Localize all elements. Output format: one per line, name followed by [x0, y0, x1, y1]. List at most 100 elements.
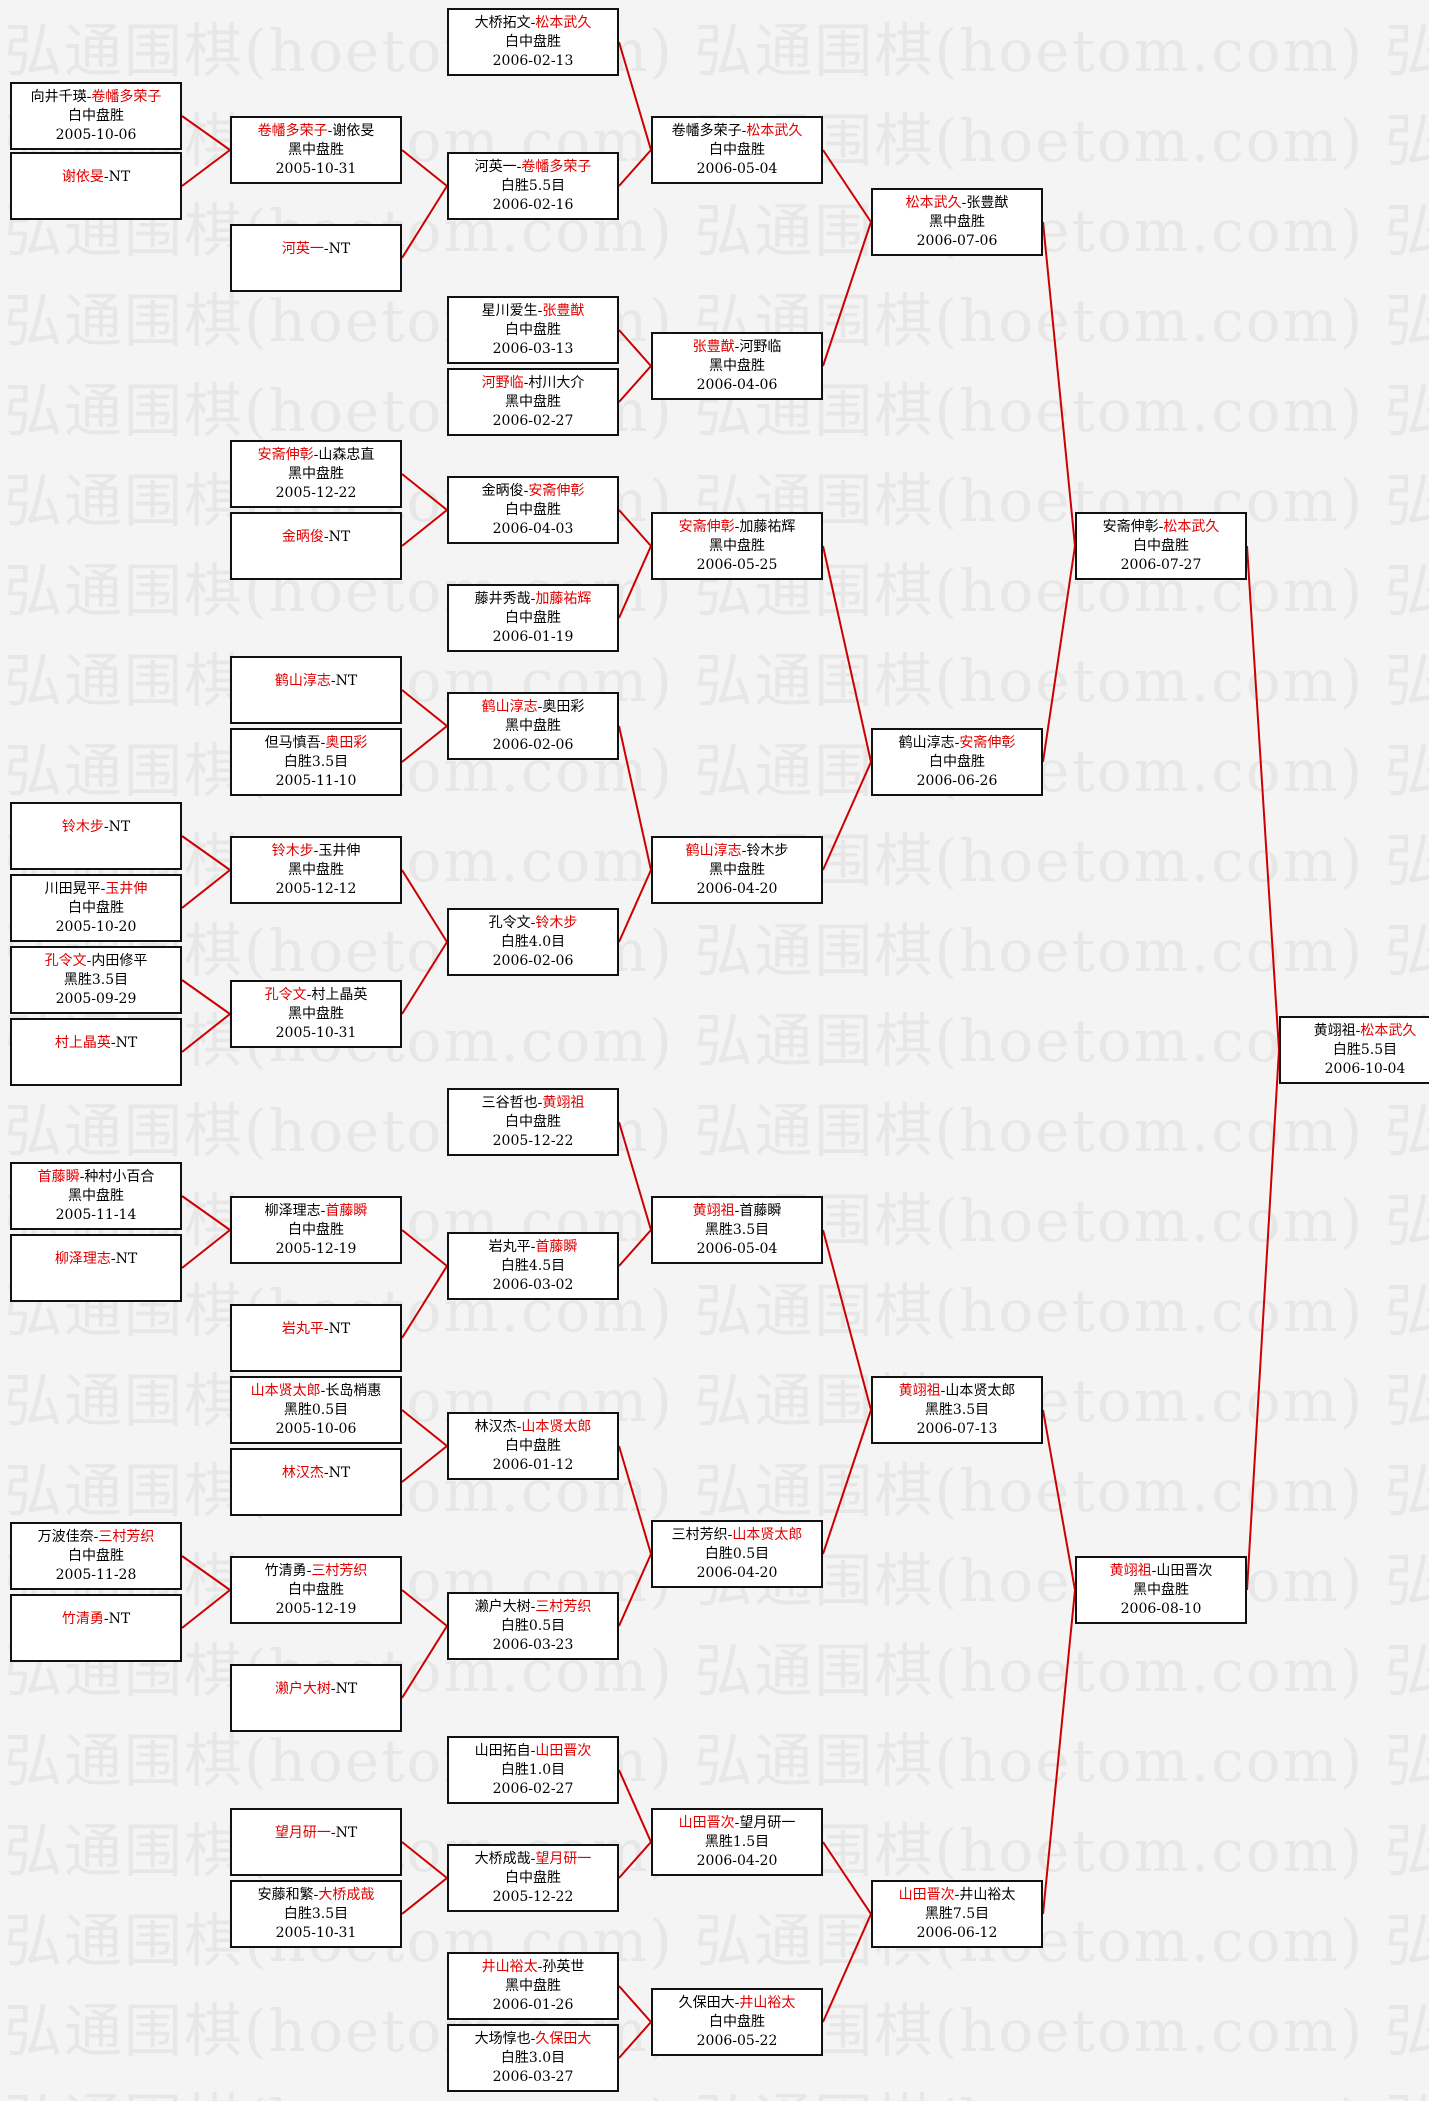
- player-separator: -: [320, 735, 326, 751]
- player-name: 山森忠直: [318, 447, 375, 463]
- player-name: 岩丸平: [281, 1321, 324, 1337]
- connector-line: [401, 1409, 448, 1447]
- match-players: 林汉杰-山本贤太郎: [449, 1418, 617, 1437]
- match-players: 竹清勇-三村芳织: [232, 1562, 400, 1581]
- match-players: 河野临-村川大介: [449, 374, 617, 393]
- connector-line: [181, 979, 231, 1015]
- match-date: 2006-03-27: [492, 2069, 574, 2085]
- player-separator: -: [530, 1743, 536, 1759]
- connector-line: [401, 1877, 448, 1915]
- connector-line: [618, 149, 652, 187]
- match-players: 鹤山淳志-奥田彩: [449, 698, 617, 717]
- match-date: 2006-03-13: [492, 341, 574, 357]
- match-players: 谢依旻-NT: [12, 168, 180, 187]
- player-name: 安斋伸彰: [257, 447, 314, 463]
- player-name: 松本武久: [1360, 1023, 1417, 1039]
- match-result: 黑胜3.5目: [63, 972, 129, 988]
- match-date: 2005-11-10: [275, 773, 357, 789]
- player-name: 三村芳织: [671, 1527, 728, 1543]
- connector-line: [618, 725, 652, 871]
- player-name: 长岛梢惠: [325, 1383, 382, 1399]
- player-name: 山田拓自: [474, 1743, 531, 1759]
- match-players: 首藤瞬-种村小百合: [12, 1168, 180, 1187]
- match-date: 2005-11-28: [55, 1567, 137, 1583]
- connector-line: [1042, 1589, 1076, 1915]
- player-name: NT: [328, 241, 351, 257]
- player-name: 柳泽理志: [264, 1203, 321, 1219]
- player-name: NT: [328, 1465, 351, 1481]
- player-name: 孔令文: [44, 953, 87, 969]
- match-result: 黑中盘胜: [1133, 1582, 1189, 1598]
- match-players: 山田拓自-山田晋次: [449, 1742, 617, 1761]
- player-name: 久保田大: [535, 2031, 592, 2047]
- player-name: 村上晶英: [54, 1035, 111, 1051]
- match-result: 白中盘胜: [709, 2014, 765, 2030]
- player-name: 安斋伸彰: [959, 735, 1016, 751]
- match-date: 2005-12-22: [275, 485, 357, 501]
- player-separator: -: [727, 1527, 733, 1543]
- match-players: 大桥成哉-望月研一: [449, 1850, 617, 1869]
- player-name: 鹤山淳志: [685, 843, 742, 859]
- match-players: 铃木步-玉井伸: [232, 842, 400, 861]
- connector-line: [181, 869, 231, 909]
- player-name: 山田晋次: [678, 1815, 735, 1831]
- player-name: 黄翊祖: [898, 1383, 941, 1399]
- player-name: 张豊猷: [966, 195, 1009, 211]
- match-result: 黑胜1.5目: [704, 1834, 770, 1850]
- match-players: 张豊猷-河野临: [653, 338, 821, 357]
- match-result: 黑胜0.5目: [283, 1402, 349, 1418]
- match-result: 白中盘胜: [709, 142, 765, 158]
- player-name: 柳泽理志: [54, 1251, 111, 1267]
- connector-line: [822, 1229, 872, 1411]
- match-players: 三村芳织-山本贤太郎: [653, 1526, 821, 1545]
- match-date: 2006-04-20: [696, 1853, 778, 1869]
- player-name: 大场惇也: [474, 2031, 531, 2047]
- player-separator: -: [741, 123, 747, 139]
- match-date: 2006-07-13: [916, 1421, 998, 1437]
- player-name: 岩丸平: [488, 1239, 531, 1255]
- match-result: 白中盘胜: [288, 1582, 344, 1598]
- match-date: 2006-07-06: [916, 233, 998, 249]
- match-box-r2-5: 鹤山淳志-NT: [230, 656, 402, 724]
- match-date: 2006-06-26: [916, 773, 998, 789]
- player-name: 村川大介: [528, 375, 585, 391]
- player-name: 铃木步: [535, 915, 578, 931]
- player-name: NT: [108, 169, 131, 185]
- match-players: 黄翊祖-山田晋次: [1077, 1562, 1245, 1581]
- player-name: 首藤瞬: [325, 1203, 368, 1219]
- connector-line: [181, 835, 231, 871]
- match-date: 2005-10-31: [275, 1925, 357, 1941]
- match-players: 柳泽理志-NT: [12, 1250, 180, 1269]
- player-name: NT: [335, 673, 358, 689]
- player-name: 河英一: [474, 159, 517, 175]
- match-date: 2005-12-22: [492, 1133, 574, 1149]
- match-players: 金昞俊-NT: [232, 528, 400, 547]
- player-name: 望月研一: [274, 1825, 331, 1841]
- player-name: 濑户大树: [474, 1599, 531, 1615]
- match-result: 白中盘胜: [288, 1222, 344, 1238]
- match-players: 安斋伸彰-山森忠直: [232, 446, 400, 465]
- player-separator: -: [940, 1383, 946, 1399]
- match-result: 白中盘胜: [1133, 538, 1189, 554]
- player-name: 谢依旻: [332, 123, 375, 139]
- match-date: 2006-04-20: [696, 1565, 778, 1581]
- match-date: 2006-07-27: [1120, 557, 1202, 573]
- player-separator: -: [954, 735, 960, 751]
- player-separator: -: [734, 1203, 740, 1219]
- player-name: 井山裕太: [481, 1959, 538, 1975]
- match-players: 鹤山淳志-NT: [232, 672, 400, 691]
